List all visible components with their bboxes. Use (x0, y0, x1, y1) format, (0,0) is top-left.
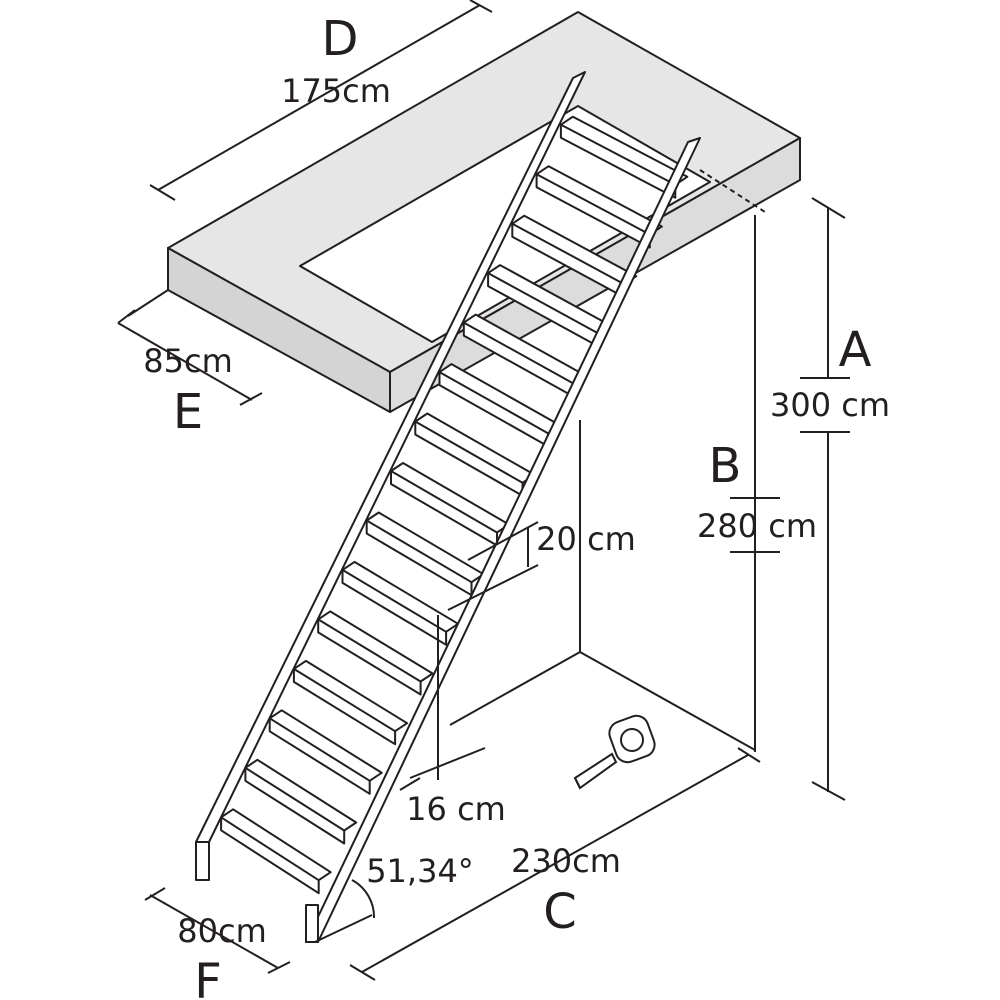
dim-e-tick-right (239, 392, 263, 406)
dim-tread-tick (399, 777, 421, 791)
stair-tread-edge (341, 569, 447, 633)
label-c: C (543, 884, 577, 940)
value-f: 80cm (177, 912, 266, 950)
floor-right-edge (579, 651, 756, 751)
stair-tread-edge (560, 123, 676, 186)
stair-tread-edge (244, 766, 345, 832)
stair-tread-edge (220, 816, 320, 882)
dim-e-line (117, 322, 253, 401)
value-c: 230cm (511, 842, 621, 880)
label-d: D (322, 11, 359, 67)
dim-d-line (157, 4, 481, 191)
angle-base-line (314, 914, 373, 943)
stair-tread-edge (317, 618, 422, 683)
dim-f-line (149, 894, 279, 969)
floor-left-edge (449, 651, 581, 726)
stair-tread-edge (487, 272, 600, 335)
dim-a-tick-bottom (811, 781, 846, 801)
floor-opening-slab (167, 11, 801, 413)
value-a: 300 cm (770, 386, 890, 424)
right-stringer-foot (305, 904, 319, 943)
dim-d-tick-right (469, 0, 493, 13)
stair-tread-edge (536, 173, 651, 236)
dim-a-tick-top (811, 197, 846, 219)
dim-c-tick-left (349, 964, 376, 981)
stair-tread-edge (414, 420, 523, 484)
value-e: 85cm (143, 342, 232, 380)
value-rise: 20 cm (536, 520, 636, 558)
stair-tread-edge (463, 321, 574, 385)
dim-rise-leader-top (467, 521, 539, 561)
dim-c-tick-right (737, 747, 761, 763)
label-f: F (194, 954, 222, 1000)
value-d: 175cm (281, 72, 391, 110)
label-b: B (709, 438, 742, 494)
stair-tread-edge (439, 371, 549, 435)
dimension-lines (117, 0, 850, 981)
value-b: 280 cm (697, 507, 817, 545)
left-stringer-foot (195, 841, 210, 881)
dim-e-ext (127, 289, 169, 317)
dim-f-tick-right (267, 961, 291, 974)
dim-c-line (361, 754, 749, 973)
stair-tread-edge (366, 519, 473, 584)
stair-tread-edge (293, 668, 396, 733)
angle-arc (351, 879, 376, 919)
tape-measure-icon (573, 714, 656, 790)
dim-tread-line (409, 747, 486, 779)
dim-d-tick-left (149, 184, 176, 201)
dashed-guide-line (699, 169, 766, 213)
stair-tread-edge (511, 222, 625, 286)
dim-f-tick-left (144, 887, 166, 901)
value-tread-depth: 16 cm (406, 790, 506, 828)
label-a: A (839, 322, 872, 378)
label-e: E (173, 384, 203, 440)
value-angle: 51,34° (366, 852, 474, 890)
dim-rise-leader-bottom (447, 564, 539, 611)
stair-tread-edge (390, 470, 498, 534)
stair-tread-edge (269, 717, 371, 782)
stair-treads (220, 115, 689, 895)
